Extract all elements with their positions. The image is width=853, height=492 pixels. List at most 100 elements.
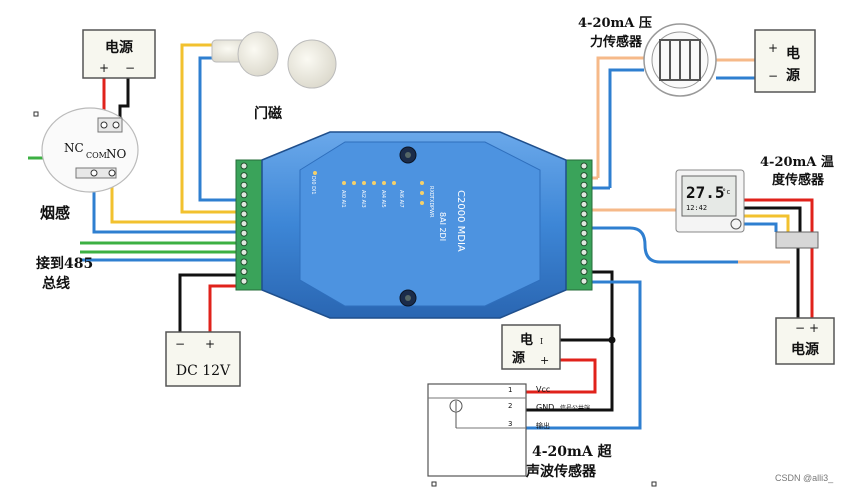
rt-power-b: 源 — [786, 67, 800, 84]
mid-plus: + — [540, 354, 549, 367]
led-6 — [392, 181, 396, 185]
terminal-screw — [580, 229, 588, 237]
terminal-screw — [580, 200, 588, 208]
terminal-screw — [240, 239, 248, 247]
terminal-screw — [240, 248, 248, 256]
rb-plus: + — [809, 321, 819, 335]
wire-temp-blue-2 — [740, 222, 778, 232]
screw-2 — [112, 121, 120, 129]
mid-power-b: 源 — [512, 350, 525, 366]
junction-dot — [608, 336, 616, 344]
led-3 — [362, 181, 366, 185]
minus-label: − — [125, 61, 135, 75]
pressure-label-2: 力传感器 — [590, 34, 643, 50]
ai-label-3: AI4 AI5 — [380, 190, 386, 208]
corner-mark-2 — [431, 481, 437, 487]
rb-minus: − — [795, 321, 805, 335]
di-label: DI0 DI1 — [310, 176, 316, 195]
terminal-screw — [580, 162, 588, 170]
c2000-device: AI6+AI6-AI7+AI7-DI0DICOMDI1DICOM485+485-… — [235, 131, 593, 319]
temp-reading: 27.5 — [686, 183, 725, 202]
temp-unit: °c — [722, 188, 730, 196]
led-di — [313, 171, 317, 175]
nc-label: NC — [64, 141, 84, 155]
smoke-sensor: NC COM NO 烟感 — [40, 107, 139, 222]
led-1 — [342, 181, 346, 185]
rb-power-label: 电源 — [791, 341, 819, 358]
io-label: 8AI 2DI — [438, 212, 447, 241]
wire-us-black-2 — [525, 340, 614, 412]
led-4 — [372, 181, 376, 185]
dc-12v-label: DC 12V — [176, 363, 231, 379]
com-label: COM — [86, 151, 107, 160]
temp-label-2: 度传感器 — [772, 172, 825, 188]
terminal-screw — [240, 268, 248, 276]
wire-temp-black — [740, 206, 802, 232]
power-box-middle: 电 源 I + — [501, 324, 561, 370]
wire-us-blue — [525, 280, 642, 430]
magnet-right — [287, 39, 337, 89]
left-terminal-block — [235, 159, 263, 291]
screw-4 — [108, 169, 116, 177]
mid-power-a: 电 — [520, 332, 533, 348]
device-face — [299, 141, 541, 307]
plus-label: + — [99, 61, 109, 75]
pin-2: 2 — [508, 402, 512, 410]
corner-mark-1 — [33, 111, 39, 117]
led-5 — [382, 181, 386, 185]
top-screw-center — [405, 152, 411, 158]
door-magnet: 门磁 — [211, 31, 337, 122]
wire-temp-red — [740, 198, 814, 232]
power-box-right-bottom: − + 电源 — [775, 317, 835, 365]
txd-label: TXD — [428, 195, 434, 206]
temp-label-1: 4-20mA 温 — [760, 155, 834, 170]
wire-us-red — [525, 358, 597, 394]
power-box-right-top: + − 电 源 — [754, 29, 816, 93]
wire-temp-blue — [590, 226, 738, 264]
terminal-screw — [240, 181, 248, 189]
terminal-screw — [580, 248, 588, 256]
rxd-label: RXD — [428, 186, 434, 197]
rt-power-a: 电 — [786, 45, 800, 62]
dc-12v-box: − + DC 12V — [165, 331, 241, 387]
temp-display — [681, 175, 737, 217]
led-rxd — [420, 181, 424, 185]
no-label: NO — [106, 147, 127, 161]
rt-plus: + — [768, 41, 778, 55]
smoke-sensor-label: 烟感 — [40, 204, 70, 222]
screw-1 — [100, 121, 108, 129]
wire-pressure-peach — [596, 56, 644, 178]
pin-3: 3 — [508, 420, 512, 428]
led-2 — [352, 181, 356, 185]
terminal-screw — [240, 277, 248, 285]
terminal-screw — [240, 258, 248, 266]
terminal-screw — [580, 268, 588, 276]
model-label: C2000 MDIA — [455, 190, 466, 252]
terminal-screw — [240, 172, 248, 180]
terminal-screw — [240, 220, 248, 228]
wire-door-blue — [198, 56, 238, 202]
ai-label-2: AI2 AI3 — [360, 190, 366, 208]
temperature-sensor: 4-20mA 温 度传感器 27.5 °c 12:42 — [675, 155, 834, 249]
screw-3 — [90, 169, 98, 177]
terminal-screw — [580, 258, 588, 266]
ai-label-4: AI6 AI7 — [398, 190, 404, 208]
terminal-screw — [580, 181, 588, 189]
pwr-label: PWR — [428, 206, 434, 218]
temp-reading-2: 12:42 — [686, 204, 707, 212]
terminal-screw — [240, 200, 248, 208]
us-output: 输出 — [536, 421, 550, 430]
right-terminal-block — [565, 159, 593, 291]
led-group — [313, 171, 424, 205]
terminal-screw — [240, 210, 248, 218]
power-label: 电源 — [105, 39, 133, 56]
terminal-screw — [580, 220, 588, 228]
mid-minus: I — [540, 337, 543, 346]
bottom-screw-center — [405, 295, 411, 301]
terminal-screw — [580, 239, 588, 247]
ultrasonic-label-2: 声波传感器 — [525, 463, 597, 480]
wire-smoke-black — [118, 78, 130, 118]
us-vcc: Vcc — [536, 385, 550, 394]
led-txd — [420, 191, 424, 195]
